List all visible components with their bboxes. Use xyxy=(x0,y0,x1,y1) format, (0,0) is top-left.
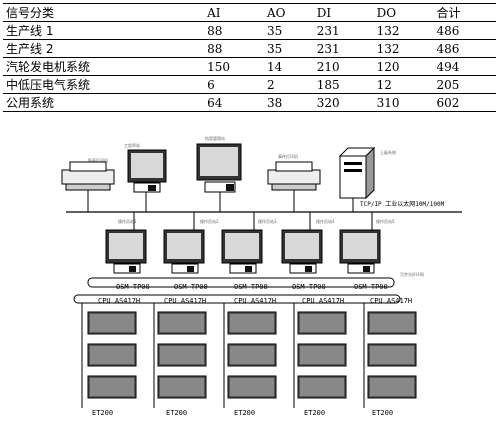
et200-column: ET200 xyxy=(153,303,207,417)
cell-di: 231 xyxy=(313,39,374,58)
header-ao: AO xyxy=(264,3,314,22)
et200-column: ET200 xyxy=(81,303,137,417)
operator-station: 操作员站3 xyxy=(221,212,277,274)
tcp-label: TCP/IP 工业以太网10M/100M xyxy=(360,200,445,208)
et200-label: ET200 xyxy=(372,409,393,417)
header-category: 信号分类 xyxy=(3,3,205,22)
osm-label: OSM TP00 xyxy=(292,283,326,291)
engineer-label: 工程师站 xyxy=(124,142,140,148)
cell-category: 公用系统 xyxy=(3,93,205,112)
et200-label: ET200 xyxy=(92,409,113,417)
et200-label: ET200 xyxy=(166,409,187,417)
fiber-ring xyxy=(87,277,395,288)
table-header-row: 信号分类 AI AO DI DO 合计 xyxy=(3,3,496,22)
op-station-label: 操作员站4 xyxy=(316,218,335,224)
operator-station: 操作员站1 xyxy=(105,212,147,274)
cell-do: 120 xyxy=(373,57,434,76)
network-diagram: 报表打印机 工程师站 档案管理站 事件打印机 上级系统 TCP/IP xyxy=(61,135,462,417)
osm-label: OSM TP00 xyxy=(234,283,268,291)
report-printer: 报表打印机 xyxy=(61,157,115,191)
table-row: 汽轮发电机系统 150 14 210 120 494 xyxy=(3,57,496,76)
server-tower: 上级系统 xyxy=(338,146,396,200)
printer1-label: 报表打印机 xyxy=(88,157,108,163)
et200-label: ET200 xyxy=(234,409,255,417)
cell-ai: 150 xyxy=(204,57,265,76)
cell-total: 205 xyxy=(433,75,496,94)
ring-label: 冗余光纤环网 xyxy=(400,271,424,277)
cell-ao: 2 xyxy=(264,75,314,94)
header-do: DO xyxy=(373,3,434,22)
cpu-label: CPU AS417H xyxy=(98,297,140,305)
cell-do: 132 xyxy=(373,21,434,40)
operator-station: 操作员站4 xyxy=(281,212,335,274)
et200-label: ET200 xyxy=(304,409,325,417)
et200-column: ET200 xyxy=(363,303,417,417)
osm-label: OSM TP00 xyxy=(354,283,388,291)
cell-total: 602 xyxy=(433,93,496,112)
header-di: DI xyxy=(313,3,374,22)
cell-total: 494 xyxy=(433,57,496,76)
table-row: 中低压电气系统 6 2 185 12 205 xyxy=(3,75,496,94)
cpu-label: CPU AS417H xyxy=(234,297,276,305)
et200-column: ET200 xyxy=(293,303,347,417)
osm-label: OSM TP00 xyxy=(174,283,208,291)
osm-label: OSM TP00 xyxy=(116,283,150,291)
printer2-label: 事件打印机 xyxy=(278,153,298,159)
engineer-station: 工程师站 xyxy=(124,142,167,193)
operator-station: 操作员站2 xyxy=(163,212,219,274)
cell-category: 生产线 2 xyxy=(3,39,205,58)
cell-category: 汽轮发电机系统 xyxy=(3,57,205,76)
cell-di: 185 xyxy=(313,75,374,94)
event-printer: 事件打印机 xyxy=(267,153,321,191)
archive-station: 档案管理站 xyxy=(196,135,242,193)
cell-total: 486 xyxy=(433,21,496,40)
op-station-label: 操作员站3 xyxy=(258,218,277,224)
header-ai: AI xyxy=(204,3,265,22)
manager-label: 档案管理站 xyxy=(205,135,225,141)
et200-column: ET200 xyxy=(223,303,277,417)
cell-ao: 35 xyxy=(264,39,314,58)
cpu-label: CPU AS417H xyxy=(370,297,412,305)
cell-ao: 14 xyxy=(264,57,314,76)
header-total: 合计 xyxy=(433,3,496,22)
cell-do: 310 xyxy=(373,93,434,112)
cell-ai: 88 xyxy=(204,39,265,58)
cell-ai: 88 xyxy=(204,21,265,40)
cell-do: 12 xyxy=(373,75,434,94)
table-row: 公用系统 64 38 320 310 602 xyxy=(3,93,496,112)
signal-table: 信号分类 AI AO DI DO 合计 生产线 1 88 35 231 132 … xyxy=(3,3,496,112)
cpu-label: CPU AS417H xyxy=(302,297,344,305)
op-station-label: 操作员站5 xyxy=(376,218,395,224)
cell-ao: 38 xyxy=(264,93,314,112)
op-station-label: 操作员站2 xyxy=(200,218,219,224)
cell-di: 210 xyxy=(313,57,374,76)
cell-category: 中低压电气系统 xyxy=(3,75,205,94)
cell-di: 231 xyxy=(313,21,374,40)
cell-ai: 64 xyxy=(204,93,265,112)
cpu-label: CPU AS417H xyxy=(164,297,206,305)
cell-category: 生产线 1 xyxy=(3,21,205,40)
server-label: 上级系统 xyxy=(380,149,396,155)
table-row: 生产线 2 88 35 231 132 486 xyxy=(3,39,496,58)
cell-di: 320 xyxy=(313,93,374,112)
cell-ao: 35 xyxy=(264,21,314,40)
cell-ai: 6 xyxy=(204,75,265,94)
cell-do: 132 xyxy=(373,39,434,58)
op-station-label: 操作员站1 xyxy=(118,218,137,224)
operator-station: 操作员站5 xyxy=(339,212,395,274)
table-row: 生产线 1 88 35 231 132 486 xyxy=(3,21,496,40)
cell-total: 486 xyxy=(433,39,496,58)
